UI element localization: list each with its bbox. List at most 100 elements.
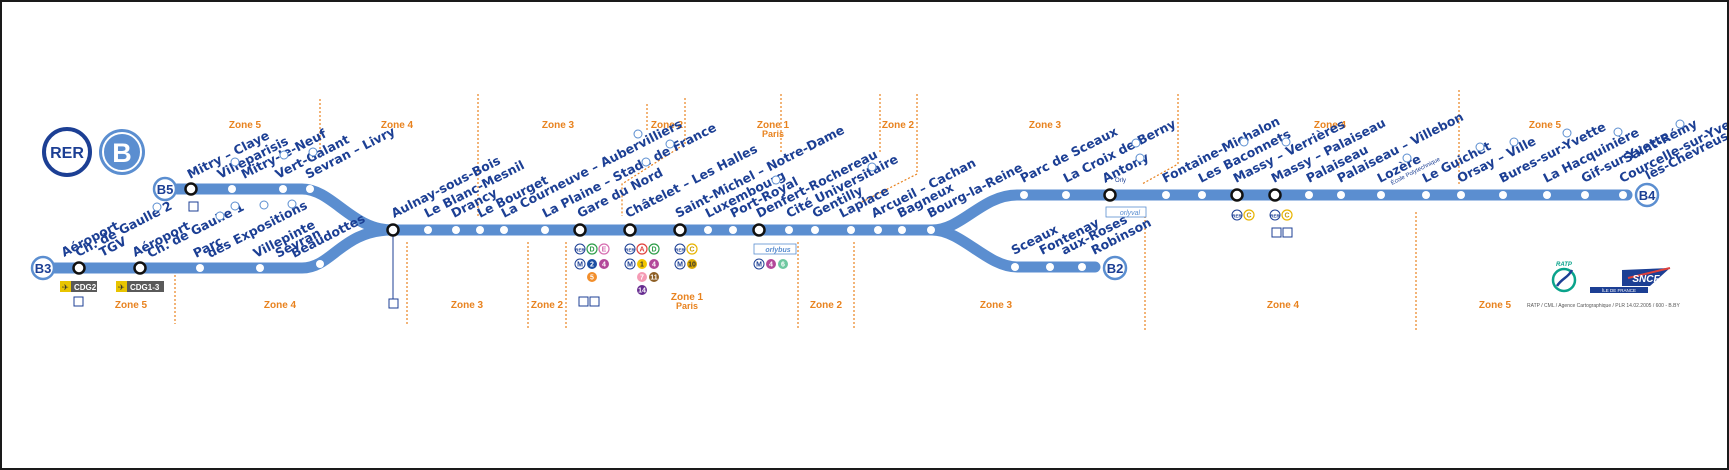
zone-label: Zone 4 — [381, 120, 414, 131]
zone-label: Zone 4 — [264, 300, 297, 311]
massy-connections: RER C RER C — [1231, 209, 1293, 221]
station-dot — [623, 223, 637, 237]
gdn-connections: RER D E M 2 4 5 — [574, 243, 610, 282]
station-dot — [1062, 191, 1070, 199]
svg-text:RATP: RATP — [1556, 262, 1573, 268]
terminus-b3[interactable]: B3 — [30, 255, 56, 281]
station-dot — [1337, 191, 1345, 199]
station-dot — [1377, 191, 1385, 199]
svg-text:11: 11 — [650, 275, 658, 282]
station-dot — [1305, 191, 1313, 199]
bus-icons — [73, 201, 1293, 309]
svg-text:4: 4 — [602, 262, 606, 269]
zone-label: Zone 1 — [757, 120, 790, 131]
station-dot — [927, 226, 935, 234]
accessible-icon — [1135, 153, 1145, 163]
svg-text:RER: RER — [1270, 214, 1280, 219]
svg-text:D: D — [589, 247, 594, 254]
station-dot — [500, 226, 508, 234]
station-dot — [874, 226, 882, 234]
accessible-icon — [665, 139, 675, 149]
bus-icon — [589, 296, 600, 307]
zone-label: Zone 5 — [1529, 120, 1562, 131]
cdg1-label: ✈ CDG1-3 — [116, 281, 164, 292]
station-dot — [1078, 263, 1086, 271]
station-dot — [306, 185, 314, 193]
station-subname: Orly — [1115, 178, 1126, 184]
svg-text:10: 10 — [688, 262, 696, 269]
accessible-icon — [1131, 138, 1141, 148]
accessibility-icons — [152, 119, 1685, 221]
station-dot — [673, 223, 687, 237]
idf-text: ÎLE DE FRANCE — [1601, 287, 1636, 293]
accessible-icon — [1675, 119, 1685, 129]
svg-text:M: M — [627, 262, 633, 269]
station-dot — [752, 223, 766, 237]
accessible-icon — [259, 200, 269, 210]
svg-text:D: D — [651, 247, 656, 254]
terminus-b5[interactable]: B5 — [152, 176, 178, 202]
terminus-b2[interactable]: B2 — [1102, 255, 1128, 281]
accessible-icon — [1509, 137, 1519, 147]
denfert-connections: orlybus M 4 6 — [753, 243, 797, 270]
station-dot — [1103, 188, 1117, 202]
station-dot — [1422, 191, 1430, 199]
svg-text:4: 4 — [652, 262, 656, 269]
station-dot — [811, 226, 819, 234]
station-dot — [1198, 191, 1206, 199]
svg-text:RER: RER — [675, 248, 685, 253]
bus-icon — [388, 298, 399, 309]
terminus-b4[interactable]: B4 — [1634, 182, 1660, 208]
station-dot — [228, 185, 236, 193]
zone-labels: Zone 5 Zone 4 Zone 3 Zone 2 Zone 1 Paris… — [115, 120, 1562, 311]
sncf-logo: SNCF ÎLE DE FRANCE — [1590, 267, 1671, 293]
accessible-icon — [1475, 142, 1485, 152]
station-dot — [386, 223, 400, 237]
station-dot — [1268, 188, 1282, 202]
accessible-icon — [152, 202, 162, 212]
bus-icon — [1271, 227, 1282, 238]
zone-label: Zone 2 — [531, 300, 564, 311]
accessible-icon — [771, 175, 781, 185]
orlyval-label: orlyval — [1120, 210, 1141, 217]
station-dot — [729, 226, 737, 234]
station-dot — [1046, 263, 1054, 271]
station-dots — [72, 182, 1627, 275]
station-dot — [256, 264, 264, 272]
zone-label: Zone 3 — [980, 300, 1013, 311]
accessible-icon — [1281, 137, 1291, 147]
svg-text:B2: B2 — [1107, 261, 1124, 276]
zone-label: Zone 5 — [115, 300, 148, 311]
station-dot — [452, 226, 460, 234]
zone-label: Zone 2 — [882, 120, 915, 131]
station-dot — [704, 226, 712, 234]
svg-text:6: 6 — [781, 262, 785, 269]
svg-text:SNCF: SNCF — [1632, 274, 1660, 285]
station-dot — [847, 226, 855, 234]
accessible-icon — [867, 162, 877, 172]
zone-dividers — [174, 90, 1460, 330]
chatelet-connections: RER A D M 1 4 7 11 14 — [624, 243, 660, 295]
zone-label: Zone 5 — [229, 120, 262, 131]
accessible-icon — [1613, 127, 1623, 137]
accessible-icon — [1562, 128, 1572, 138]
svg-text:M: M — [677, 262, 683, 269]
accessible-icon — [308, 147, 318, 157]
svg-text:B4: B4 — [1639, 188, 1656, 203]
plane-icon: ✈ — [62, 283, 69, 292]
zone-label: Zone 5 — [1479, 300, 1512, 311]
station-dot — [785, 226, 793, 234]
accessible-icon — [633, 129, 643, 139]
station-dot — [196, 264, 204, 272]
zone-label: Zone 3 — [542, 120, 575, 131]
svg-text:RER: RER — [575, 248, 585, 253]
ratp-logo: RATP — [1551, 262, 1577, 293]
credit-line: RATP / CML / Agence Cartographique / PLR… — [1527, 303, 1680, 309]
svg-text:4: 4 — [769, 262, 773, 269]
zone-label: Zone 4 — [1267, 300, 1300, 311]
station-dot — [1543, 191, 1551, 199]
station-dot — [279, 185, 287, 193]
station-dot — [1162, 191, 1170, 199]
zone-sublabel: Paris — [762, 129, 784, 139]
